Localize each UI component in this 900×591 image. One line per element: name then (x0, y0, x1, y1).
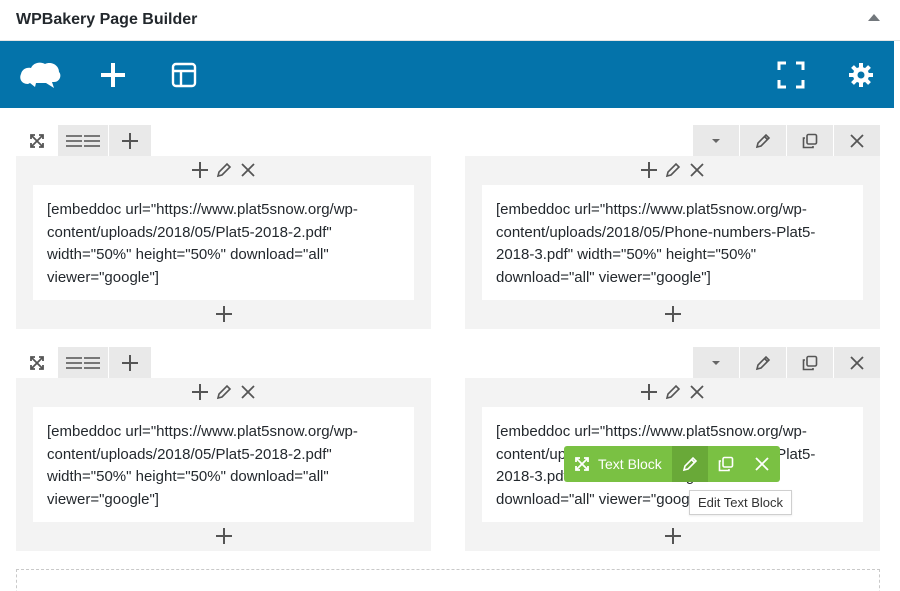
row-add-column-icon[interactable] (109, 347, 152, 378)
column-delete-icon[interactable] (239, 161, 257, 179)
row-delete-icon[interactable] (833, 125, 880, 156)
element-clone-icon[interactable] (708, 446, 744, 482)
metabox-header: WPBakery Page Builder (0, 0, 900, 41)
edit-tooltip: Edit Text Block (689, 490, 793, 515)
column: [embeddoc url="https://www.plat5snow.org… (16, 156, 431, 329)
row-clone-icon[interactable] (786, 347, 833, 378)
column-add-icon[interactable] (640, 383, 658, 401)
row-edit-pencil-icon[interactable] (739, 125, 786, 156)
row-layout-icon[interactable] (58, 347, 109, 378)
column-add-element-icon[interactable] (465, 303, 880, 325)
column-add-icon[interactable] (191, 161, 209, 179)
row-delete-icon[interactable] (833, 347, 880, 378)
column-edit-pencil-icon[interactable] (215, 161, 233, 179)
column: [embeddoc url="https://www.plat5snow.org… (16, 378, 431, 551)
element-move-handle[interactable]: Text Block (564, 446, 672, 482)
row-move-icon[interactable] (16, 347, 58, 378)
text-block[interactable]: [embeddoc url="https://www.plat5snow.org… (33, 185, 414, 300)
column-edit-pencil-icon[interactable] (215, 383, 233, 401)
row-layout-icon[interactable] (58, 125, 109, 156)
element-toolbar-label: Text Block (598, 456, 662, 472)
add-row-dropzone[interactable] (16, 569, 880, 591)
column: [embeddoc url="https://www.plat5snow.org… (465, 156, 880, 329)
element-toolbar: Text Block (564, 446, 780, 482)
column-delete-icon[interactable] (239, 383, 257, 401)
row-toggle-icon[interactable] (692, 347, 739, 378)
row-move-icon[interactable] (16, 125, 58, 156)
column-add-element-icon[interactable] (465, 525, 880, 547)
element-edit-pencil-icon[interactable] (671, 446, 708, 482)
column-add-element-icon[interactable] (16, 303, 431, 325)
logo-cloud-icon[interactable] (18, 41, 62, 108)
metabox-title: WPBakery Page Builder (16, 11, 198, 28)
column-add-icon[interactable] (191, 383, 209, 401)
settings-gear-icon[interactable] (844, 41, 878, 108)
move-arrows-icon (575, 457, 589, 471)
column-delete-icon[interactable] (688, 161, 706, 179)
row-clone-icon[interactable] (786, 125, 833, 156)
text-block[interactable]: [embeddoc url="https://www.plat5snow.org… (33, 407, 414, 522)
column-add-icon[interactable] (640, 161, 658, 179)
text-block[interactable]: [embeddoc url="https://www.plat5snow.org… (482, 185, 863, 300)
element-delete-icon[interactable] (744, 446, 780, 482)
row-add-column-icon[interactable] (109, 125, 152, 156)
column-controls (16, 156, 431, 184)
row-controls-left (16, 347, 152, 378)
row-1: [embeddoc url="https://www.plat5snow.org… (16, 125, 880, 330)
column-controls (465, 156, 880, 184)
row-controls-left (16, 125, 152, 156)
column-edit-pencil-icon[interactable] (664, 383, 682, 401)
column-controls (465, 378, 880, 406)
column-add-element-icon[interactable] (16, 525, 431, 547)
column-delete-icon[interactable] (688, 383, 706, 401)
fullscreen-icon[interactable] (774, 41, 808, 108)
row-2: [embeddoc url="https://www.plat5snow.org… (16, 347, 880, 552)
column-controls (16, 378, 431, 406)
row-toggle-icon[interactable] (692, 125, 739, 156)
builder-navbar (0, 41, 894, 108)
row-edit-pencil-icon[interactable] (739, 347, 786, 378)
row-controls-right (692, 347, 880, 378)
collapse-arrow-icon[interactable] (868, 14, 880, 21)
row-controls-right (692, 125, 880, 156)
column-edit-pencil-icon[interactable] (664, 161, 682, 179)
templates-icon[interactable] (167, 41, 201, 108)
add-element-icon[interactable] (96, 41, 130, 108)
